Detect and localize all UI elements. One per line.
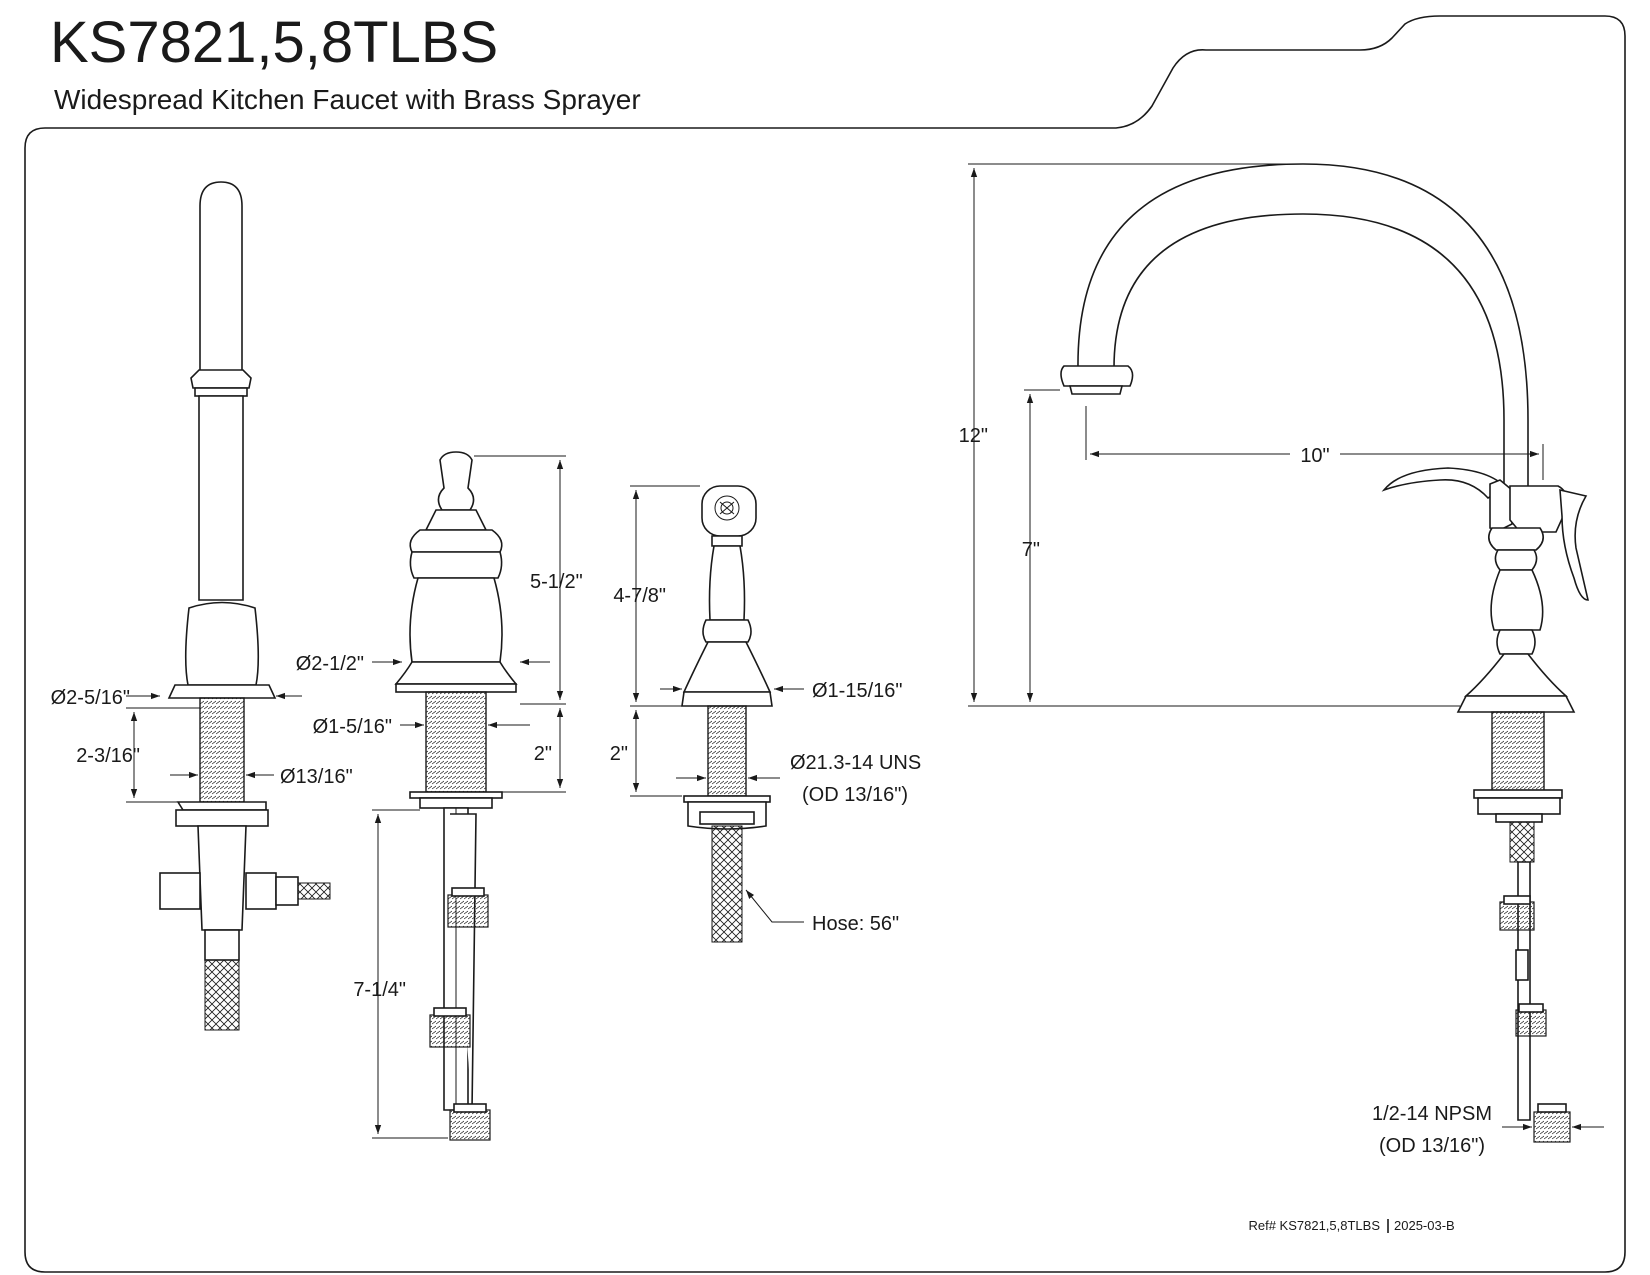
- dim-valve-shank-len: 2": [534, 743, 552, 765]
- dim-hose-length: Hose: 56": [812, 913, 899, 935]
- footer-ref: Ref# KS7821,5,8TLBS: [1248, 1218, 1380, 1233]
- sprayer-assembly: [681, 485, 773, 943]
- dim-sprayer-thread-od: (OD 13/16"): [802, 784, 908, 806]
- dim-handle-shank-len: 2-3/16": [76, 745, 140, 767]
- dim-valve-base-dia: Ø2-1/2": [296, 653, 364, 675]
- dim-sprayer-thread: Ø21.3-14 UNS: [790, 752, 921, 774]
- dim-spout-reach: 10": [1300, 445, 1329, 467]
- dim-spout-height: 12": [959, 425, 988, 447]
- dim-handle-shank-dia: Ø13/16": [280, 766, 353, 788]
- dim-valve-shank-dia: Ø1-5/16": [313, 716, 392, 738]
- dim-valve-height: 5-1/2": [530, 571, 583, 593]
- dim-handle-base-dia: Ø2-5/16": [51, 687, 130, 709]
- dim-inlet-thread: 1/2-14 NPSM: [1372, 1103, 1492, 1125]
- valve-body-assembly: [394, 451, 518, 1141]
- drawing-frame: [24, 15, 1626, 1273]
- dim-sprayer-shank-len: 2": [610, 743, 628, 765]
- dim-sprayer-height: 4-7/8": [613, 585, 666, 607]
- model-title: KS7821,5,8TLBS: [50, 10, 499, 75]
- dim-spout-clearance: 7": [1022, 539, 1040, 561]
- handle-assembly: [159, 181, 331, 1031]
- dim-sprayer-base-dia: Ø1-15/16": [812, 680, 903, 702]
- dim-valve-supply-len: 7-1/4": [353, 979, 406, 1001]
- spout-assembly: [1060, 163, 1590, 1143]
- footer-revision: 2025-03-B: [1394, 1218, 1455, 1233]
- model-description: Widespread Kitchen Faucet with Brass Spr…: [54, 84, 641, 115]
- dim-inlet-thread-od: (OD 13/16"): [1379, 1135, 1485, 1157]
